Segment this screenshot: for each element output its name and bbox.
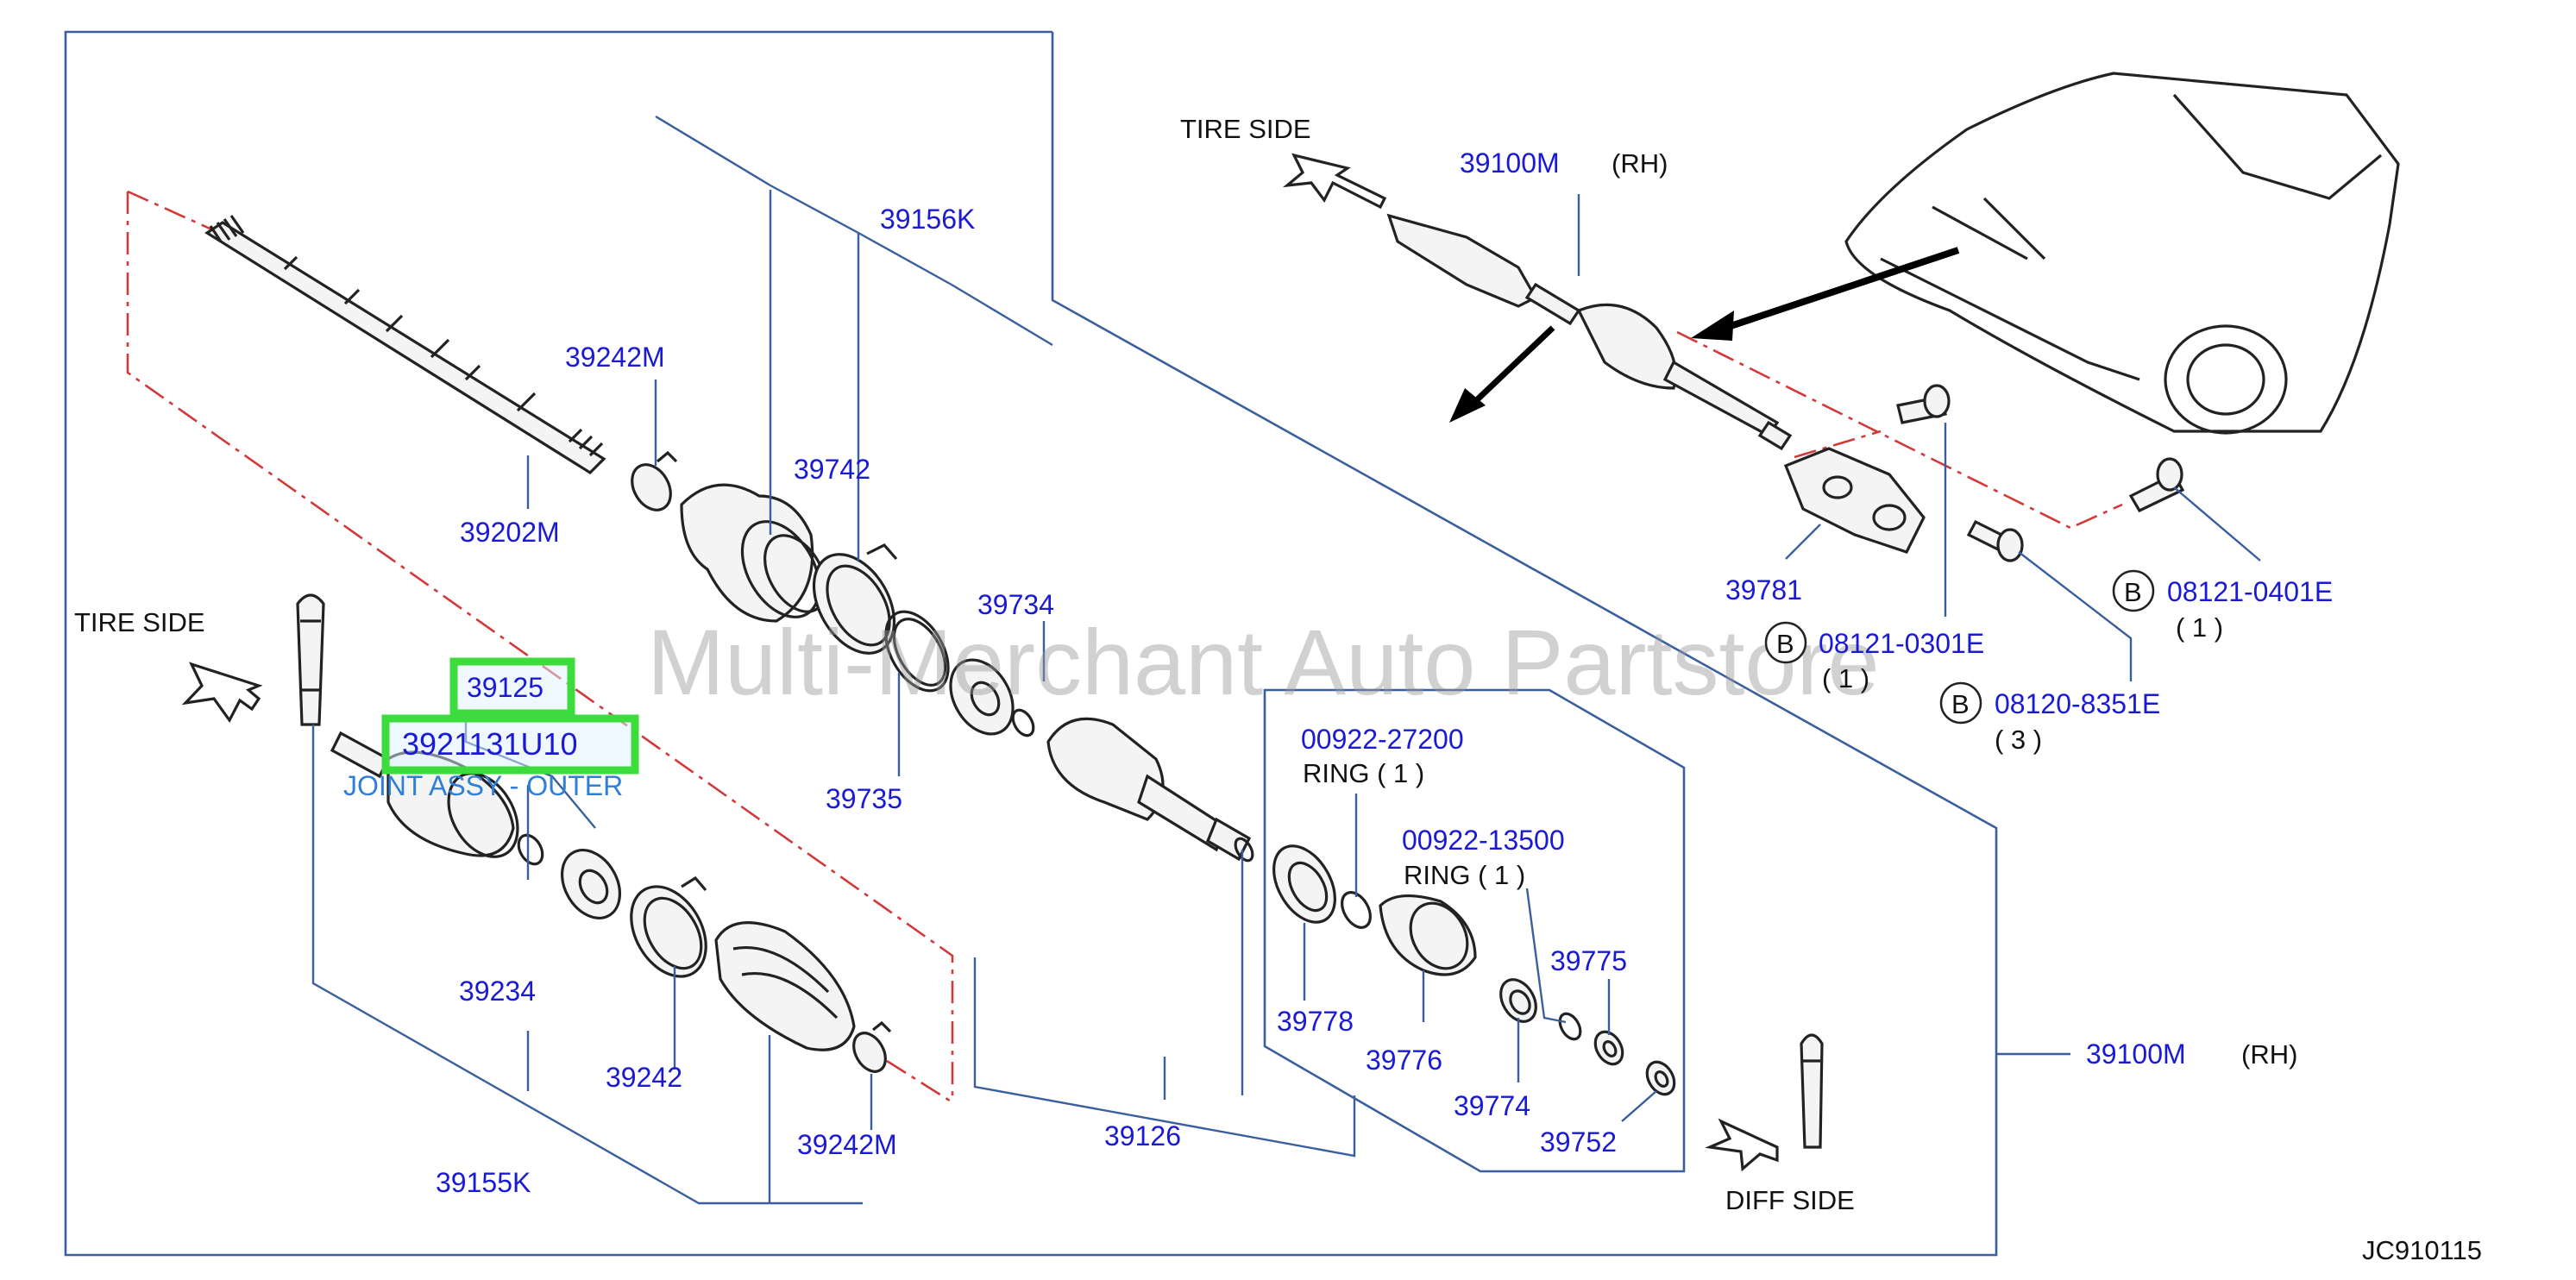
diff-subassembly-frame	[1263, 688, 1686, 1173]
label-ring-1b: RING ( 1 )	[1404, 860, 1525, 890]
tire-side-left-label: TIRE SIDE	[74, 607, 205, 637]
ring-00922-13500	[1558, 1012, 1582, 1041]
highlight-39125	[449, 657, 575, 718]
ring-00922-27200	[1341, 891, 1372, 929]
label-3921131u10: 3921131U10	[402, 726, 578, 762]
explode-boundary-2	[127, 190, 217, 233]
housing-39776	[1379, 894, 1477, 976]
label-ring-1a: RING ( 1 )	[1303, 758, 1424, 788]
label-39156k: 39156K	[880, 204, 975, 235]
label-39242m-top: 39242M	[565, 342, 665, 373]
car-outline	[1844, 72, 2400, 435]
clamp-39242m-top	[631, 450, 678, 511]
tire-side-top-label: TIRE SIDE	[1180, 114, 1311, 144]
label-39125: 39125	[467, 672, 543, 703]
label-39202m: 39202M	[460, 517, 560, 548]
highlight-3921131u10	[381, 714, 639, 775]
band-39742	[812, 543, 898, 655]
car-boundary	[1676, 330, 2123, 530]
label-39775: 39775	[1550, 945, 1627, 976]
watermark: Multi-Merchant Auto Partstore	[647, 610, 1880, 714]
explode-boundary	[126, 191, 954, 1102]
boot-outer-upper	[680, 483, 827, 623]
label-39100m-top: 39100M	[1460, 147, 1560, 179]
arrow-tire-side-top-icon	[1282, 153, 1387, 210]
b-symbol-3: B	[1951, 689, 1970, 719]
inner-joint-39126	[1046, 717, 1254, 863]
bolt-08120-8351e	[1966, 519, 2024, 562]
band-39242	[630, 875, 707, 978]
label-00922-13500: 00922-13500	[1402, 825, 1565, 856]
joint-outer-39211	[330, 731, 519, 858]
b-symbol-2: B	[1776, 629, 1794, 659]
label-08120-8351e: 08120-8351E	[1995, 688, 2160, 719]
seal-39778	[1272, 844, 1336, 924]
b-marker-1: B	[2112, 569, 2155, 612]
clamp-39242m-bottom	[852, 1020, 892, 1073]
label-39752: 39752	[1540, 1126, 1617, 1158]
snap-ring-39234	[517, 833, 544, 866]
car-boundary-2	[1794, 430, 1882, 459]
label-qty-0401e: ( 1 )	[2176, 612, 2223, 643]
label-39735: 39735	[826, 783, 902, 814]
label-39126: 39126	[1104, 1120, 1181, 1151]
washer-39775	[1593, 1030, 1624, 1066]
label-qty-0301e: ( 1 )	[1822, 663, 1869, 693]
label-39100m-right: 39100M	[2086, 1038, 2186, 1070]
bearing-39125	[560, 849, 622, 919]
explode-boundary-3	[886, 1059, 953, 1104]
boot-outer-lower	[714, 921, 856, 1051]
b-marker-3: B	[1939, 681, 1982, 725]
install-arrow-icon	[1449, 247, 1960, 423]
diagram-code: JC910115	[2362, 1235, 2482, 1265]
washer-39752	[1645, 1060, 1676, 1096]
bearing-39774	[1499, 978, 1537, 1023]
label-39778: 39778	[1277, 1006, 1354, 1037]
bolt-08121-0401e	[2128, 457, 2185, 513]
label-39155k: 39155K	[436, 1167, 531, 1198]
assembly-frame	[64, 30, 1998, 1257]
label-rh-right: (RH)	[2241, 1039, 2297, 1070]
label-08121-0301e: 08121-0301E	[1819, 628, 1984, 659]
label-39774: 39774	[1454, 1090, 1530, 1121]
label-39242m-bottom: 39242M	[797, 1129, 897, 1160]
b-marker-2: B	[1764, 621, 1807, 664]
arrow-tire-side-left-icon	[181, 662, 263, 724]
dust-cover	[296, 593, 325, 726]
diff-side-label: DIFF SIDE	[1725, 1185, 1855, 1215]
label-rh-top: (RH)	[1612, 148, 1668, 179]
dust-cover-diff	[1800, 1033, 1824, 1149]
leader-lines	[311, 115, 2261, 1205]
label-08121-0401e: 08121-0401E	[2167, 576, 2333, 607]
bearing-39734	[949, 658, 1035, 737]
label-39234: 39234	[459, 976, 536, 1007]
b-symbol-1: B	[2124, 577, 2142, 607]
complete-shaft-39100m	[1386, 213, 1793, 451]
label-joint-assy-outer: JOINT ASSY - OUTER	[343, 770, 623, 801]
label-qty-8351e: ( 3 )	[1995, 725, 2042, 755]
label-00922-27200: 00922-27200	[1301, 724, 1464, 755]
shaft-39202m	[204, 215, 606, 475]
bracket-39781	[1783, 447, 1926, 554]
arrow-diff-side-icon	[1705, 1118, 1779, 1172]
bolt-08121-0301e	[1896, 384, 1951, 424]
label-39242: 39242	[606, 1062, 682, 1093]
label-39776: 39776	[1366, 1045, 1442, 1076]
label-39781: 39781	[1725, 574, 1802, 605]
label-39742: 39742	[794, 454, 870, 485]
ring-39735	[884, 610, 950, 693]
label-39734: 39734	[977, 589, 1054, 620]
